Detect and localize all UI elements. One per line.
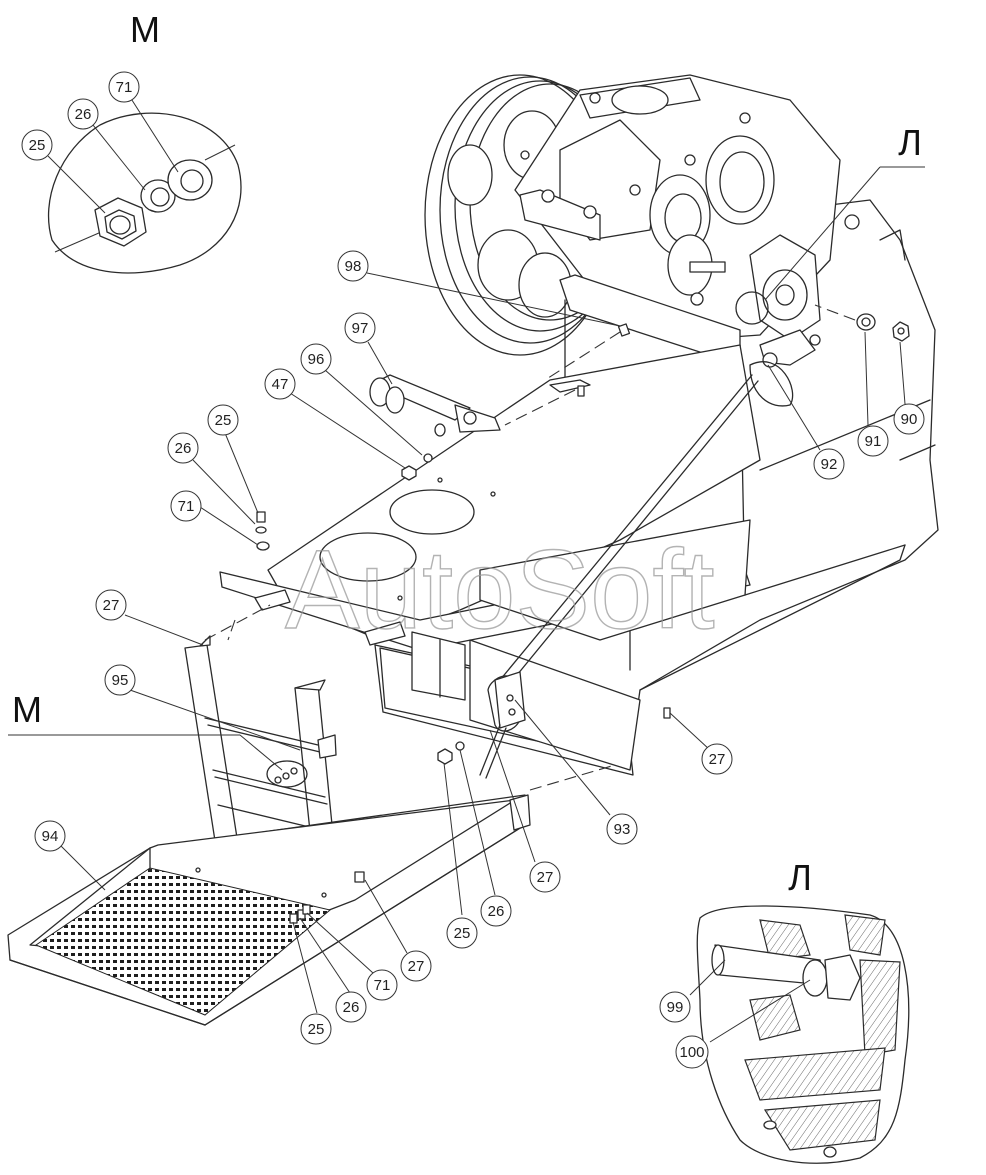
callout-98: 98 (337, 250, 369, 282)
callout-25-platform: 25 (300, 1013, 332, 1045)
callout-71-detail-m: 71 (108, 71, 140, 103)
callout-27-right: 27 (701, 743, 733, 775)
detail-view-l (696, 905, 910, 1164)
detail-view-m (47, 112, 242, 274)
svg-text:26: 26 (175, 440, 192, 457)
svg-text:27: 27 (408, 958, 425, 975)
svg-text:25: 25 (454, 925, 471, 942)
svg-text:27: 27 (709, 751, 726, 768)
hex-nut-detail (94, 197, 147, 247)
callouts: 25 26 71 98 97 96 47 25 26 71 27 95 94 2… (21, 71, 925, 1069)
control-rod-93 (479, 374, 759, 779)
main-assembly (7, 74, 939, 1026)
cylinder-97 (369, 374, 501, 437)
bolt-stack-upper (255, 511, 270, 551)
callout-100: 100 (675, 1035, 709, 1069)
svg-text:100: 100 (679, 1044, 704, 1061)
lock-washer-detail (140, 179, 176, 213)
svg-text:47: 47 (272, 376, 289, 393)
callout-27-platform: 27 (400, 950, 432, 982)
svg-text:92: 92 (821, 456, 838, 473)
svg-text:91: 91 (865, 433, 882, 450)
callout-97: 97 (344, 312, 376, 344)
svg-text:94: 94 (42, 828, 59, 845)
svg-text:97: 97 (352, 320, 369, 337)
callout-25-upper: 25 (207, 404, 239, 436)
callout-93: 93 (606, 813, 638, 845)
nut-100 (802, 954, 861, 1001)
svg-text:71: 71 (116, 79, 133, 96)
svg-text:26: 26 (75, 106, 92, 123)
svg-text:98: 98 (345, 258, 362, 275)
callout-96: 96 (300, 343, 332, 375)
svg-text:27: 27 (537, 869, 554, 886)
flat-washer-detail (167, 159, 213, 201)
svg-text:26: 26 (488, 903, 505, 920)
platform-94 (7, 794, 531, 1026)
svg-text:71: 71 (374, 977, 391, 994)
callout-95: 95 (104, 664, 136, 696)
svg-text:96: 96 (308, 351, 325, 368)
svg-text:90: 90 (901, 411, 918, 428)
callout-71-platform: 71 (366, 969, 398, 1001)
pin-98 (617, 323, 631, 337)
callout-91: 91 (857, 425, 889, 457)
svg-text:26: 26 (343, 999, 360, 1016)
callout-71-upper: 71 (170, 490, 202, 522)
callout-26-upper: 26 (167, 432, 199, 464)
callout-99: 99 (659, 991, 691, 1023)
callout-26-middle: 26 (480, 895, 512, 927)
view-label-m-detail: М (130, 9, 160, 50)
svg-text:93: 93 (614, 821, 631, 838)
svg-text:25: 25 (215, 412, 232, 429)
callout-47: 47 (264, 368, 296, 400)
callout-27-middle: 27 (529, 861, 561, 893)
nut-90 (892, 321, 910, 342)
callout-92: 92 (813, 448, 845, 480)
callout-25-middle: 25 (446, 917, 478, 949)
svg-text:27: 27 (103, 597, 120, 614)
svg-text:25: 25 (308, 1021, 325, 1038)
svg-text:95: 95 (112, 672, 129, 689)
callout-27-ladder: 27 (95, 589, 127, 621)
callout-90: 90 (893, 403, 925, 435)
leader-lines (8, 96, 925, 1043)
pump-bracket (735, 234, 821, 407)
view-label-m-main: М (12, 689, 42, 730)
callout-26-detail-m: 26 (67, 98, 99, 130)
watermark: AutoSoft (285, 527, 715, 652)
view-label-l-main: Л (898, 122, 922, 163)
svg-text:99: 99 (667, 999, 684, 1016)
svg-text:71: 71 (178, 498, 195, 515)
callout-25-detail-m: 25 (21, 129, 53, 161)
nut-47 (401, 465, 417, 481)
svg-text:25: 25 (29, 137, 46, 154)
view-label-l-detail: Л (788, 857, 812, 898)
washer-91 (856, 313, 876, 331)
callout-94: 94 (34, 820, 66, 852)
bolt-stack-lower (289, 871, 365, 924)
callout-26-platform: 26 (335, 991, 367, 1023)
